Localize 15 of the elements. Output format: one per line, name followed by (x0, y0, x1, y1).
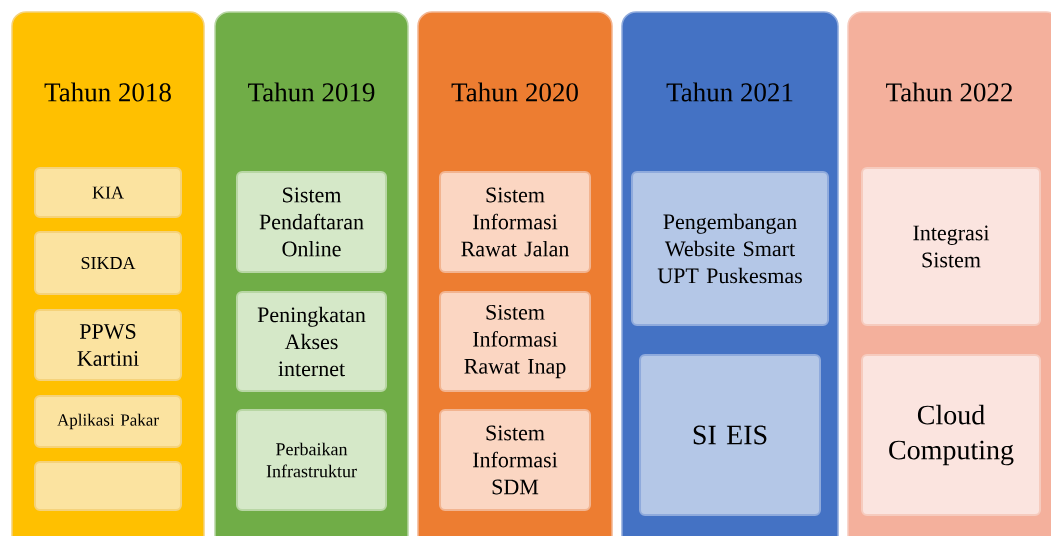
stage-box: Sistem Informasi SDM (439, 409, 591, 511)
stage-box: PPWS Kartini (34, 309, 182, 381)
stage-box: Pengembangan Website Smart UPT Puskesmas (631, 171, 829, 326)
stage-box: Perbaikan Infrastruktur (236, 409, 387, 511)
stage-box: SI EIS (639, 354, 821, 516)
stage-box: Integrasi Sistem (861, 167, 1041, 326)
stage-box: Peningkatan Akses internet (236, 291, 387, 392)
stage-box: Sistem Pendaftaran Online (236, 171, 387, 273)
stage-box: Sistem Informasi Rawat Inap (439, 291, 591, 392)
stage-box: Aplikasi Pakar (34, 395, 182, 448)
stage-box: SIKDA (34, 231, 182, 295)
blank-box (34, 461, 182, 511)
stage-box: Cloud Computing (861, 354, 1041, 516)
stage-box: Sistem Informasi Rawat Jalan (439, 171, 591, 273)
stage-box: KIA (34, 167, 182, 218)
